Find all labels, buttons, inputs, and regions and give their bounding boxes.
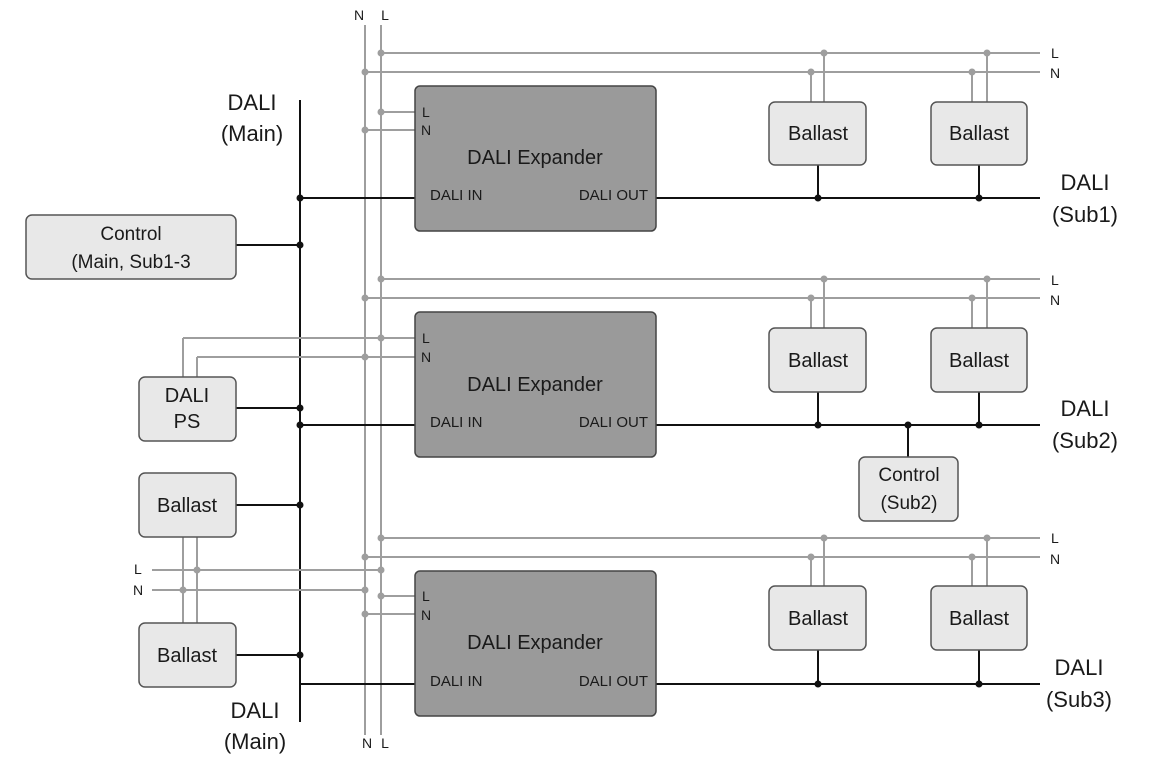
section-sub1: L N L N DALI Expander DALI IN DALI OUT B… [296,45,1118,232]
expander-2-title: DALI Expander [467,374,603,396]
ballast-sub2-a [768,327,867,393]
sub1-dali-label: DALI [1061,170,1110,195]
top-n-label: N [354,7,364,23]
dali-ps-line2: PS [174,411,201,433]
ballast-sub1-a-label: Ballast [788,123,848,145]
control-main-block: Control (Main, Sub1-3 [25,214,304,280]
expander-3-title: DALI Expander [467,632,603,654]
top-l-label: L [381,7,389,23]
ballast-sub3-a [768,585,867,651]
sub3-l-label: L [1051,530,1059,546]
ballast-sub2-b-label: Ballast [949,350,1009,372]
ballast-sub1-a [768,101,867,166]
ballast-left-bottom [138,622,237,688]
sub3-name-label: (Sub3) [1046,687,1112,712]
bottom-n-label: N [362,735,372,751]
expander-3-l: L [422,588,430,604]
expander-3-dali-out: DALI OUT [579,673,648,690]
control-sub2-line2: (Sub2) [880,493,937,514]
expander-2-n: N [421,349,431,365]
sub2-n-label: N [1050,292,1060,308]
expander-3-dali-in: DALI IN [430,673,483,690]
ballast-sub1-b [930,101,1028,166]
ballast-left-top-label: Ballast [157,495,217,517]
expander-2-dali-in: DALI IN [430,414,483,431]
expander-1-n: N [421,122,431,138]
dali-expander-3 [414,570,657,717]
control-main-line2: (Main, Sub1-3 [71,252,190,273]
dali-expander-1 [414,85,657,232]
dali-main-top-label-2: (Main) [221,121,283,146]
control-main-line1: Control [100,224,161,245]
section-sub2: L N L N DALI Expander DALI IN DALI OUT D… [138,272,1118,522]
expander-2-l: L [422,330,430,346]
control-sub2-line1: Control [878,465,939,486]
expander-1-title: DALI Expander [467,147,603,169]
ballast-sub3-b [930,585,1028,651]
dali-ps-box [138,376,237,442]
ballast-sub1-b-label: Ballast [949,123,1009,145]
expander-2-dali-out: DALI OUT [579,414,648,431]
sub1-name-label: (Sub1) [1052,202,1118,227]
ballast-left-bottom-label: Ballast [157,645,217,667]
dali-main-top-label-1: DALI [228,90,277,115]
sub1-l-label: L [1051,45,1059,61]
control-main-box [25,214,237,280]
sub3-n-label: N [1050,551,1060,567]
dali-expander-2 [414,311,657,458]
expander-3-n: N [421,607,431,623]
left-n-label: N [133,582,143,598]
bottom-l-label: L [381,735,389,751]
sub2-l-label: L [1051,272,1059,288]
ballast-sub2-a-label: Ballast [788,350,848,372]
sub2-dali-label: DALI [1061,396,1110,421]
dali-ps-line1: DALI [165,385,209,407]
expander-1-dali-in: DALI IN [430,187,483,204]
ballast-sub2-b [930,327,1028,393]
sub3-dali-label: DALI [1055,655,1104,680]
ballast-sub3-a-label: Ballast [788,608,848,630]
sub2-name-label: (Sub2) [1052,428,1118,453]
left-l-label: L [134,561,142,577]
ballast-sub3-b-label: Ballast [949,608,1009,630]
sub1-n-label: N [1050,65,1060,81]
control-sub2-box [858,456,959,522]
expander-1-l: L [422,104,430,120]
section-sub3: L N L N DALI Expander DALI IN DALI OUT B… [300,530,1112,717]
ballast-left-top [138,472,237,538]
dali-main-bottom-label-2: (Main) [224,729,286,754]
left-ballast-group: L N Ballast Ballast [133,472,385,688]
expander-1-dali-out: DALI OUT [579,187,648,204]
dali-main-bottom-label-1: DALI [231,698,280,723]
